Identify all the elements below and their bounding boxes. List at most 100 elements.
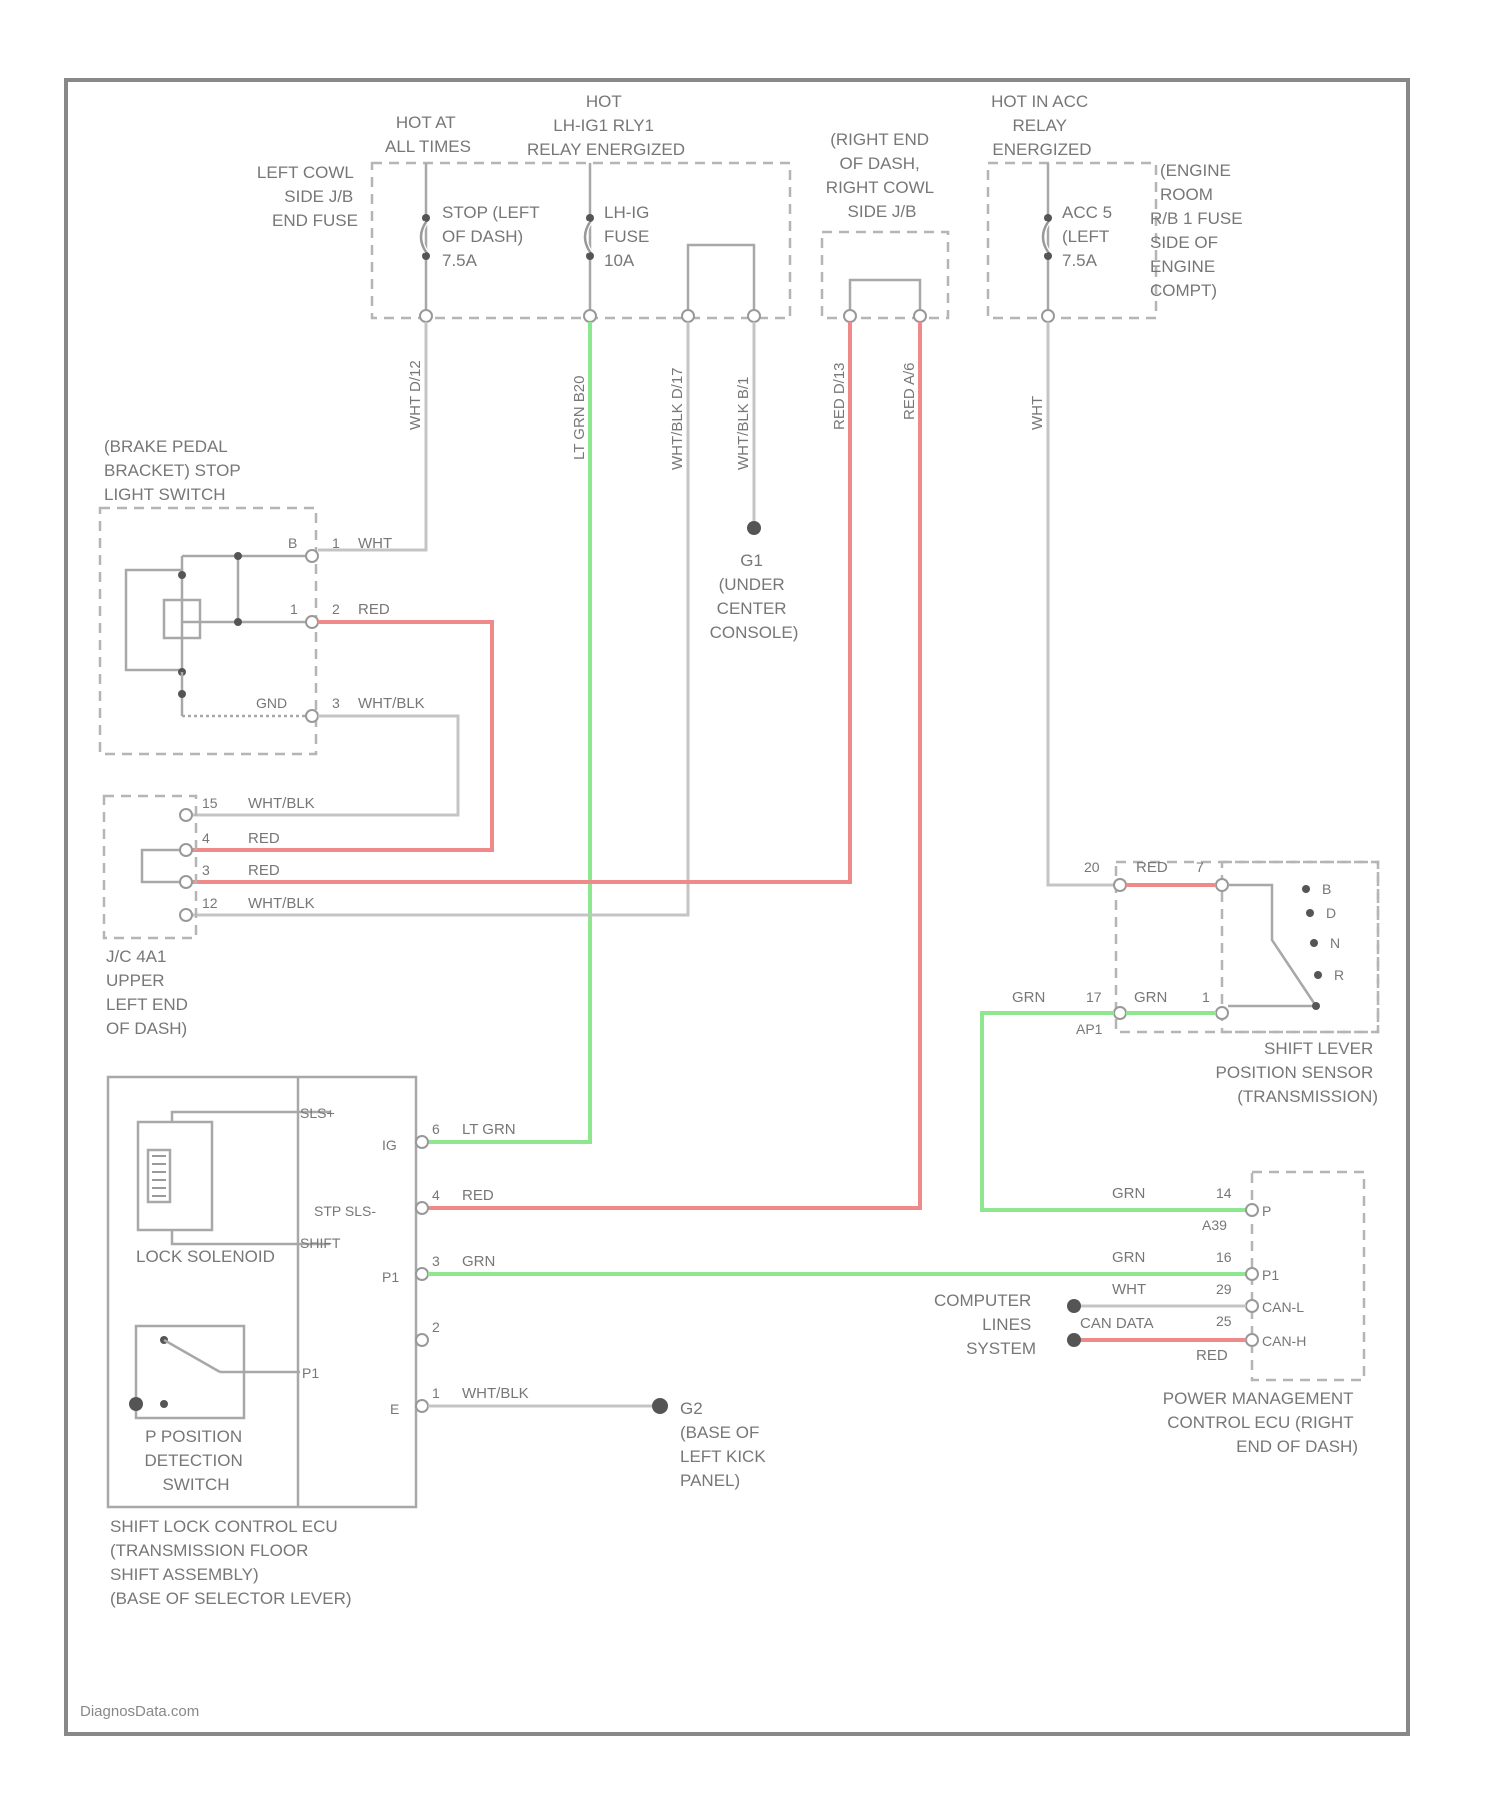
lh-ig-fuse xyxy=(585,163,594,310)
sensor-code-ap1: AP1 xyxy=(1076,1021,1103,1037)
right-jb-jumper xyxy=(850,280,920,310)
sensor-pin-17: 17 xyxy=(1086,989,1102,1005)
sensor-wire-red: RED xyxy=(1136,859,1168,876)
acc-fuse xyxy=(1043,163,1052,310)
sensor-pin-1: 1 xyxy=(1202,989,1210,1005)
wire-label-v5: RED D/13 xyxy=(831,362,848,430)
jc-wire-12: WHT/BLK xyxy=(248,895,315,912)
jc-connector-title: J/C 4A1 UPPER LEFT END OF DASH) xyxy=(106,947,193,1038)
p-switch-label: P POSITION DETECTION SWITCH xyxy=(145,1427,248,1494)
ecu-wire-4: RED xyxy=(462,1187,494,1204)
ecu-pin-6: 6 xyxy=(432,1121,440,1137)
stop-wire-2: RED xyxy=(358,601,390,618)
engine-room-rb-label: (ENGINE ROOM R/B 1 FUSE SIDE OF ENGINE C… xyxy=(1150,161,1247,300)
stop-pin-num-1: B xyxy=(288,535,297,551)
wire-wht-acc xyxy=(1048,322,1120,885)
wire-wht-blk-d17 xyxy=(186,322,688,915)
right-cowl-jb-label: (RIGHT END OF DASH, RIGHT COWL SIDE J/B xyxy=(826,130,938,221)
acc-fuse-label: ACC 5 (LEFT 7.5A xyxy=(1062,203,1117,270)
pm-wire-16: GRN xyxy=(1112,1249,1145,1266)
ecu-pin-2: 2 xyxy=(432,1319,440,1335)
shift-sensor-pins xyxy=(1114,879,1228,1019)
ecu-wire-6: LT GRN xyxy=(462,1121,516,1138)
left-jb-jumper xyxy=(688,245,754,310)
pm-pin-16: 16 xyxy=(1216,1249,1232,1265)
shift-pos-n: N xyxy=(1330,935,1340,951)
pm-pin-29: 29 xyxy=(1216,1281,1232,1297)
can-data-label: CAN DATA xyxy=(1080,1315,1154,1332)
ecu-term-ig: IG xyxy=(382,1137,397,1153)
wire-grn-sensor-pm xyxy=(982,1013,1246,1210)
wire-label-v1: WHT D/12 xyxy=(407,360,424,430)
wire-stop-wht xyxy=(318,322,426,550)
shift-lock-ecu-title: SHIFT LOCK CONTROL ECU (TRANSMISSION FLO… xyxy=(110,1517,352,1608)
jc-pins xyxy=(180,809,192,921)
stop-wire-1: WHT xyxy=(358,535,392,552)
lock-solenoid-label: LOCK SOLENOID xyxy=(136,1247,275,1266)
sensor-pin-7: 7 xyxy=(1196,859,1204,875)
pm-wire-29: WHT xyxy=(1112,1281,1146,1298)
can-h-dot xyxy=(1067,1333,1081,1347)
ecu-internal-p1: P1 xyxy=(302,1365,319,1381)
ground-g1-symbol xyxy=(747,521,761,535)
ground-g2-label: G2 (BASE OF LEFT KICK PANEL) xyxy=(680,1399,770,1490)
stop-wire-3: WHT/BLK xyxy=(358,695,425,712)
wire-lt-grn xyxy=(428,322,590,1142)
pm-pin-25: 25 xyxy=(1216,1313,1232,1329)
ground-g1-label: G1 (UNDER CENTER CONSOLE) xyxy=(710,551,799,642)
jc-wire-3: RED xyxy=(248,862,280,879)
ecu-internal-slsp: SLS+ xyxy=(300,1105,335,1121)
pm-term-p: P xyxy=(1262,1203,1271,1219)
shift-sensor-switch xyxy=(1228,885,1322,1010)
hot-lh-ig-relay-label: HOT LH-IG1 RLY1 RELAY ENERGIZED xyxy=(527,92,685,159)
ecu-internal-shift: SHIFT xyxy=(300,1235,341,1251)
stop-pin-num-3: GND xyxy=(256,695,287,711)
ecu-pin-1: 1 xyxy=(432,1385,440,1401)
sensor-pin-20: 20 xyxy=(1084,859,1100,875)
pm-wire-25: RED xyxy=(1196,1347,1228,1364)
ecu-wire-1: WHT/BLK xyxy=(462,1385,529,1402)
sensor-wire-grn: GRN xyxy=(1134,989,1167,1006)
stop-fuse xyxy=(421,163,430,310)
ecu-term-e: E xyxy=(390,1401,399,1417)
wire-label-v2: LT GRN B20 xyxy=(571,376,588,460)
pm-code-a39: A39 xyxy=(1202,1217,1227,1233)
ground-g2-symbol xyxy=(652,1398,668,1414)
sensor-wire-grn-left: GRN xyxy=(1012,989,1045,1006)
hot-at-all-times-label: HOT AT ALL TIMES xyxy=(385,113,471,156)
pm-wire-14: GRN xyxy=(1112,1185,1145,1202)
can-l-dot xyxy=(1067,1299,1081,1313)
wire-stop-wht-blk xyxy=(186,716,458,815)
jc-pin-4: 4 xyxy=(202,830,210,846)
p-position-switch xyxy=(129,1326,300,1418)
shift-pos-d: D xyxy=(1326,905,1336,921)
stop-pin-num-2: 1 xyxy=(290,601,298,617)
ecu-wire-3: GRN xyxy=(462,1253,495,1270)
shift-pos-b: B xyxy=(1322,881,1331,897)
pm-term-can-h: CAN-H xyxy=(1262,1333,1306,1349)
shift-pos-r: R xyxy=(1334,967,1344,983)
jc-pin-12: 12 xyxy=(202,895,218,911)
ecu-pin-3: 3 xyxy=(432,1253,440,1269)
stop-switch-title: (BRAKE PEDAL BRACKET) STOP LIGHT SWITCH xyxy=(104,437,245,504)
jc-pin-3: 3 xyxy=(202,862,210,878)
left-cowl-jb-box xyxy=(372,163,790,318)
shift-sensor-title: SHIFT LEVER POSITION SENSOR (TRANSMISSIO… xyxy=(1216,1039,1378,1106)
wire-label-v7: WHT xyxy=(1029,396,1046,430)
lock-solenoid xyxy=(138,1112,330,1244)
hot-in-acc-label: HOT IN ACC RELAY ENERGIZED xyxy=(991,92,1093,159)
wire-label-v4: WHT/BLK B/1 xyxy=(735,377,752,470)
stop-pin-1: 1 xyxy=(332,535,340,551)
pm-term-p1: P1 xyxy=(1262,1267,1279,1283)
ecu-term-p1: P1 xyxy=(382,1269,399,1285)
top-connectors xyxy=(420,310,1054,322)
ecu-pins xyxy=(416,1136,428,1412)
left-cowl-jb-label: LEFT COWL SIDE J/B END FUSE xyxy=(257,163,358,230)
stop-pin-3: 3 xyxy=(332,695,340,711)
jc-wire-4: RED xyxy=(248,830,280,847)
wire-label-v3: WHT/BLK D/17 xyxy=(669,367,686,470)
ecu-term-stp: STP SLS- xyxy=(314,1203,376,1219)
computer-data-lines-label: COMPUTER LINES SYSTEM xyxy=(934,1291,1036,1358)
stop-fuse-label: STOP (LEFT OF DASH) 7.5A xyxy=(442,203,544,270)
